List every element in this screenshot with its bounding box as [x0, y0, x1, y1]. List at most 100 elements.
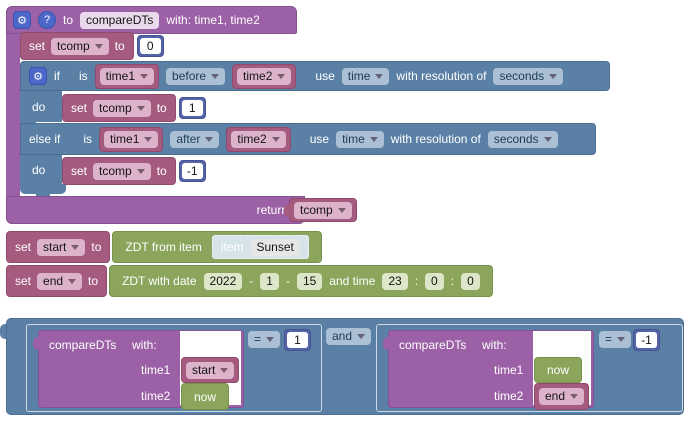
number-block[interactable]: -1 [178, 160, 206, 182]
time1-variable-block[interactable]: time1 [99, 126, 164, 152]
return-label: return [256, 203, 288, 217]
variable-dropdown[interactable]: start [186, 361, 235, 379]
call-with-label: with: [132, 338, 157, 352]
call-with-label: with: [482, 338, 507, 352]
variable-dropdown[interactable]: end [37, 272, 83, 290]
if-mutator-gear-icon[interactable]: ⚙ [29, 67, 47, 85]
connector-tab [284, 204, 291, 217]
second-field[interactable]: 0 [461, 272, 480, 290]
comparison-block-right[interactable] [376, 324, 683, 412]
dropdown-arrow-icon [211, 73, 220, 79]
set-variable-block[interactable]: set tcomp to [20, 32, 134, 60]
mutator-gear-icon[interactable]: ⚙ [13, 11, 31, 29]
dropdown-arrow-icon [375, 73, 384, 79]
to-label: to [88, 274, 99, 288]
minute-field[interactable]: 0 [425, 272, 444, 290]
return-value-block[interactable]: tcomp [284, 198, 357, 222]
variable-dropdown[interactable]: tcomp [93, 99, 151, 117]
to-label: to [156, 101, 167, 115]
resolution-dropdown[interactable]: seconds [493, 67, 564, 85]
do1-row: set tcomp to 1 [62, 94, 206, 122]
set-variable-block[interactable]: set end to [6, 265, 108, 297]
set-start-row: set start to ZDT from item item Sunset [6, 231, 322, 263]
now-label: now [547, 363, 570, 377]
number-block[interactable]: 1 [284, 329, 311, 351]
end-variable-block[interactable]: end [534, 383, 590, 410]
compare-op-dropdown[interactable]: = [599, 331, 632, 348]
resolution-dropdown[interactable]: seconds [487, 130, 558, 148]
set-variable-block[interactable]: set tcomp to [62, 157, 176, 185]
zdt-with-date-label: ZDT with date [122, 274, 197, 288]
time1-variable-block[interactable]: time1 [94, 63, 160, 89]
and-time-label: and time [329, 274, 376, 288]
hour-field[interactable]: 23 [382, 272, 408, 290]
if-header-row[interactable]: ⚙ if is time1 before time2 use time with… [20, 61, 610, 91]
dash-separator: - [249, 274, 254, 288]
number-block[interactable]: -1 [633, 329, 660, 351]
start-variable-block[interactable]: start [181, 357, 240, 383]
set-variable-block[interactable]: set tcomp to [62, 94, 176, 122]
set-label: set [71, 164, 88, 178]
now-block[interactable]: now [181, 383, 230, 410]
dropdown-arrow-icon [205, 136, 214, 142]
time2-variable-block[interactable]: time2 [226, 126, 291, 152]
call-name-label: compareDTs [399, 338, 467, 352]
number-block[interactable]: 0 [136, 35, 164, 57]
variable-dropdown[interactable]: tcomp [294, 201, 352, 219]
zdt-with-date-block[interactable]: ZDT with date 2022 - 1 - 15 and time 23 … [109, 265, 493, 297]
set-label: set [29, 39, 46, 53]
dropdown-arrow-icon [266, 337, 275, 342]
use-unit-dropdown[interactable]: time [336, 130, 384, 148]
resolution-label: with resolution of [396, 69, 487, 83]
help-icon[interactable]: ? [38, 11, 56, 29]
now-block[interactable]: now [534, 357, 583, 383]
comparedts-call-left[interactable]: compareDTs with: time1 time2 start now [33, 330, 244, 410]
param-time2-label: time2 [494, 389, 524, 403]
dropdown-arrow-icon [136, 168, 145, 174]
procedure-name-field[interactable]: compareDTs [80, 11, 160, 29]
use-label: use [315, 69, 335, 83]
dropdown-arrow-icon [220, 367, 229, 373]
elseif-row[interactable]: else if is time1 after time2 use time wi… [20, 123, 596, 155]
number-block[interactable]: 1 [178, 97, 206, 119]
gear-glyph: ⚙ [33, 70, 43, 83]
to-label: to [156, 164, 167, 178]
use-unit-dropdown[interactable]: time [341, 67, 390, 85]
dropdown-arrow-icon [94, 43, 103, 49]
set-end-row: set end to ZDT with date 2022 - 1 - 15 a… [6, 265, 493, 297]
compare-op-dropdown[interactable]: after [170, 130, 220, 148]
logic-op-dropdown[interactable]: and [326, 328, 372, 345]
year-field[interactable]: 2022 [203, 272, 243, 290]
compare-op-dropdown[interactable]: = [248, 331, 281, 348]
month-field[interactable]: 1 [260, 272, 279, 290]
if-block-foot [20, 184, 66, 194]
dropdown-arrow-icon [136, 105, 145, 111]
item-block[interactable]: item Sunset [211, 235, 309, 259]
day-field[interactable]: 15 [296, 272, 323, 290]
variable-dropdown[interactable]: tcomp [93, 162, 151, 180]
procedure-def-header[interactable]: ⚙ ? to compareDTs with: time1, time2 [6, 6, 297, 34]
compare-op-dropdown[interactable]: before [166, 67, 226, 85]
set-variable-block[interactable]: set start to [6, 231, 111, 263]
connector-tab [383, 337, 390, 350]
if-label: if [54, 69, 60, 83]
time2-variable-block[interactable]: time2 [232, 63, 297, 89]
colon-separator: : [450, 274, 455, 288]
dropdown-arrow-icon [140, 73, 149, 79]
comparedts-call-right[interactable]: compareDTs with: time1 time2 now end [383, 330, 594, 410]
dropdown-arrow-icon [271, 136, 280, 142]
dropdown-arrow-icon [71, 244, 80, 250]
param-time2-label: time2 [141, 389, 171, 403]
zdt-from-item-block[interactable]: ZDT from item item Sunset [112, 231, 322, 263]
variable-dropdown[interactable]: tcomp [51, 37, 109, 55]
item-label: item [220, 240, 244, 254]
procedure-def-left-spine [6, 30, 20, 198]
is-label: is [79, 69, 88, 83]
do-label: do [32, 163, 46, 177]
variable-dropdown[interactable]: start [37, 238, 86, 256]
dropdown-arrow-icon [549, 73, 558, 79]
variable-dropdown[interactable]: end [539, 388, 585, 405]
dropdown-arrow-icon [144, 136, 153, 142]
item-name-field[interactable]: Sunset [250, 238, 300, 256]
comparison-block-left[interactable] [26, 324, 322, 412]
